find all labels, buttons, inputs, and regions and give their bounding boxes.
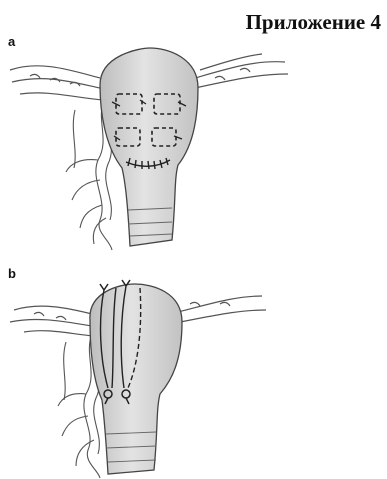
uterus-body bbox=[100, 48, 198, 246]
figure-a-uterus-with-dashed-incisions bbox=[0, 40, 387, 260]
right-fallopian-tube-b bbox=[178, 296, 266, 322]
uterus-body-b bbox=[90, 284, 182, 474]
left-fallopian-tube bbox=[10, 66, 104, 100]
appendix-title: Приложение 4 bbox=[246, 10, 381, 35]
left-fallopian-tube-b bbox=[10, 306, 94, 336]
right-fallopian-tube bbox=[195, 54, 288, 88]
figure-b-uterus-with-longitudinal-sutures bbox=[0, 270, 387, 479]
